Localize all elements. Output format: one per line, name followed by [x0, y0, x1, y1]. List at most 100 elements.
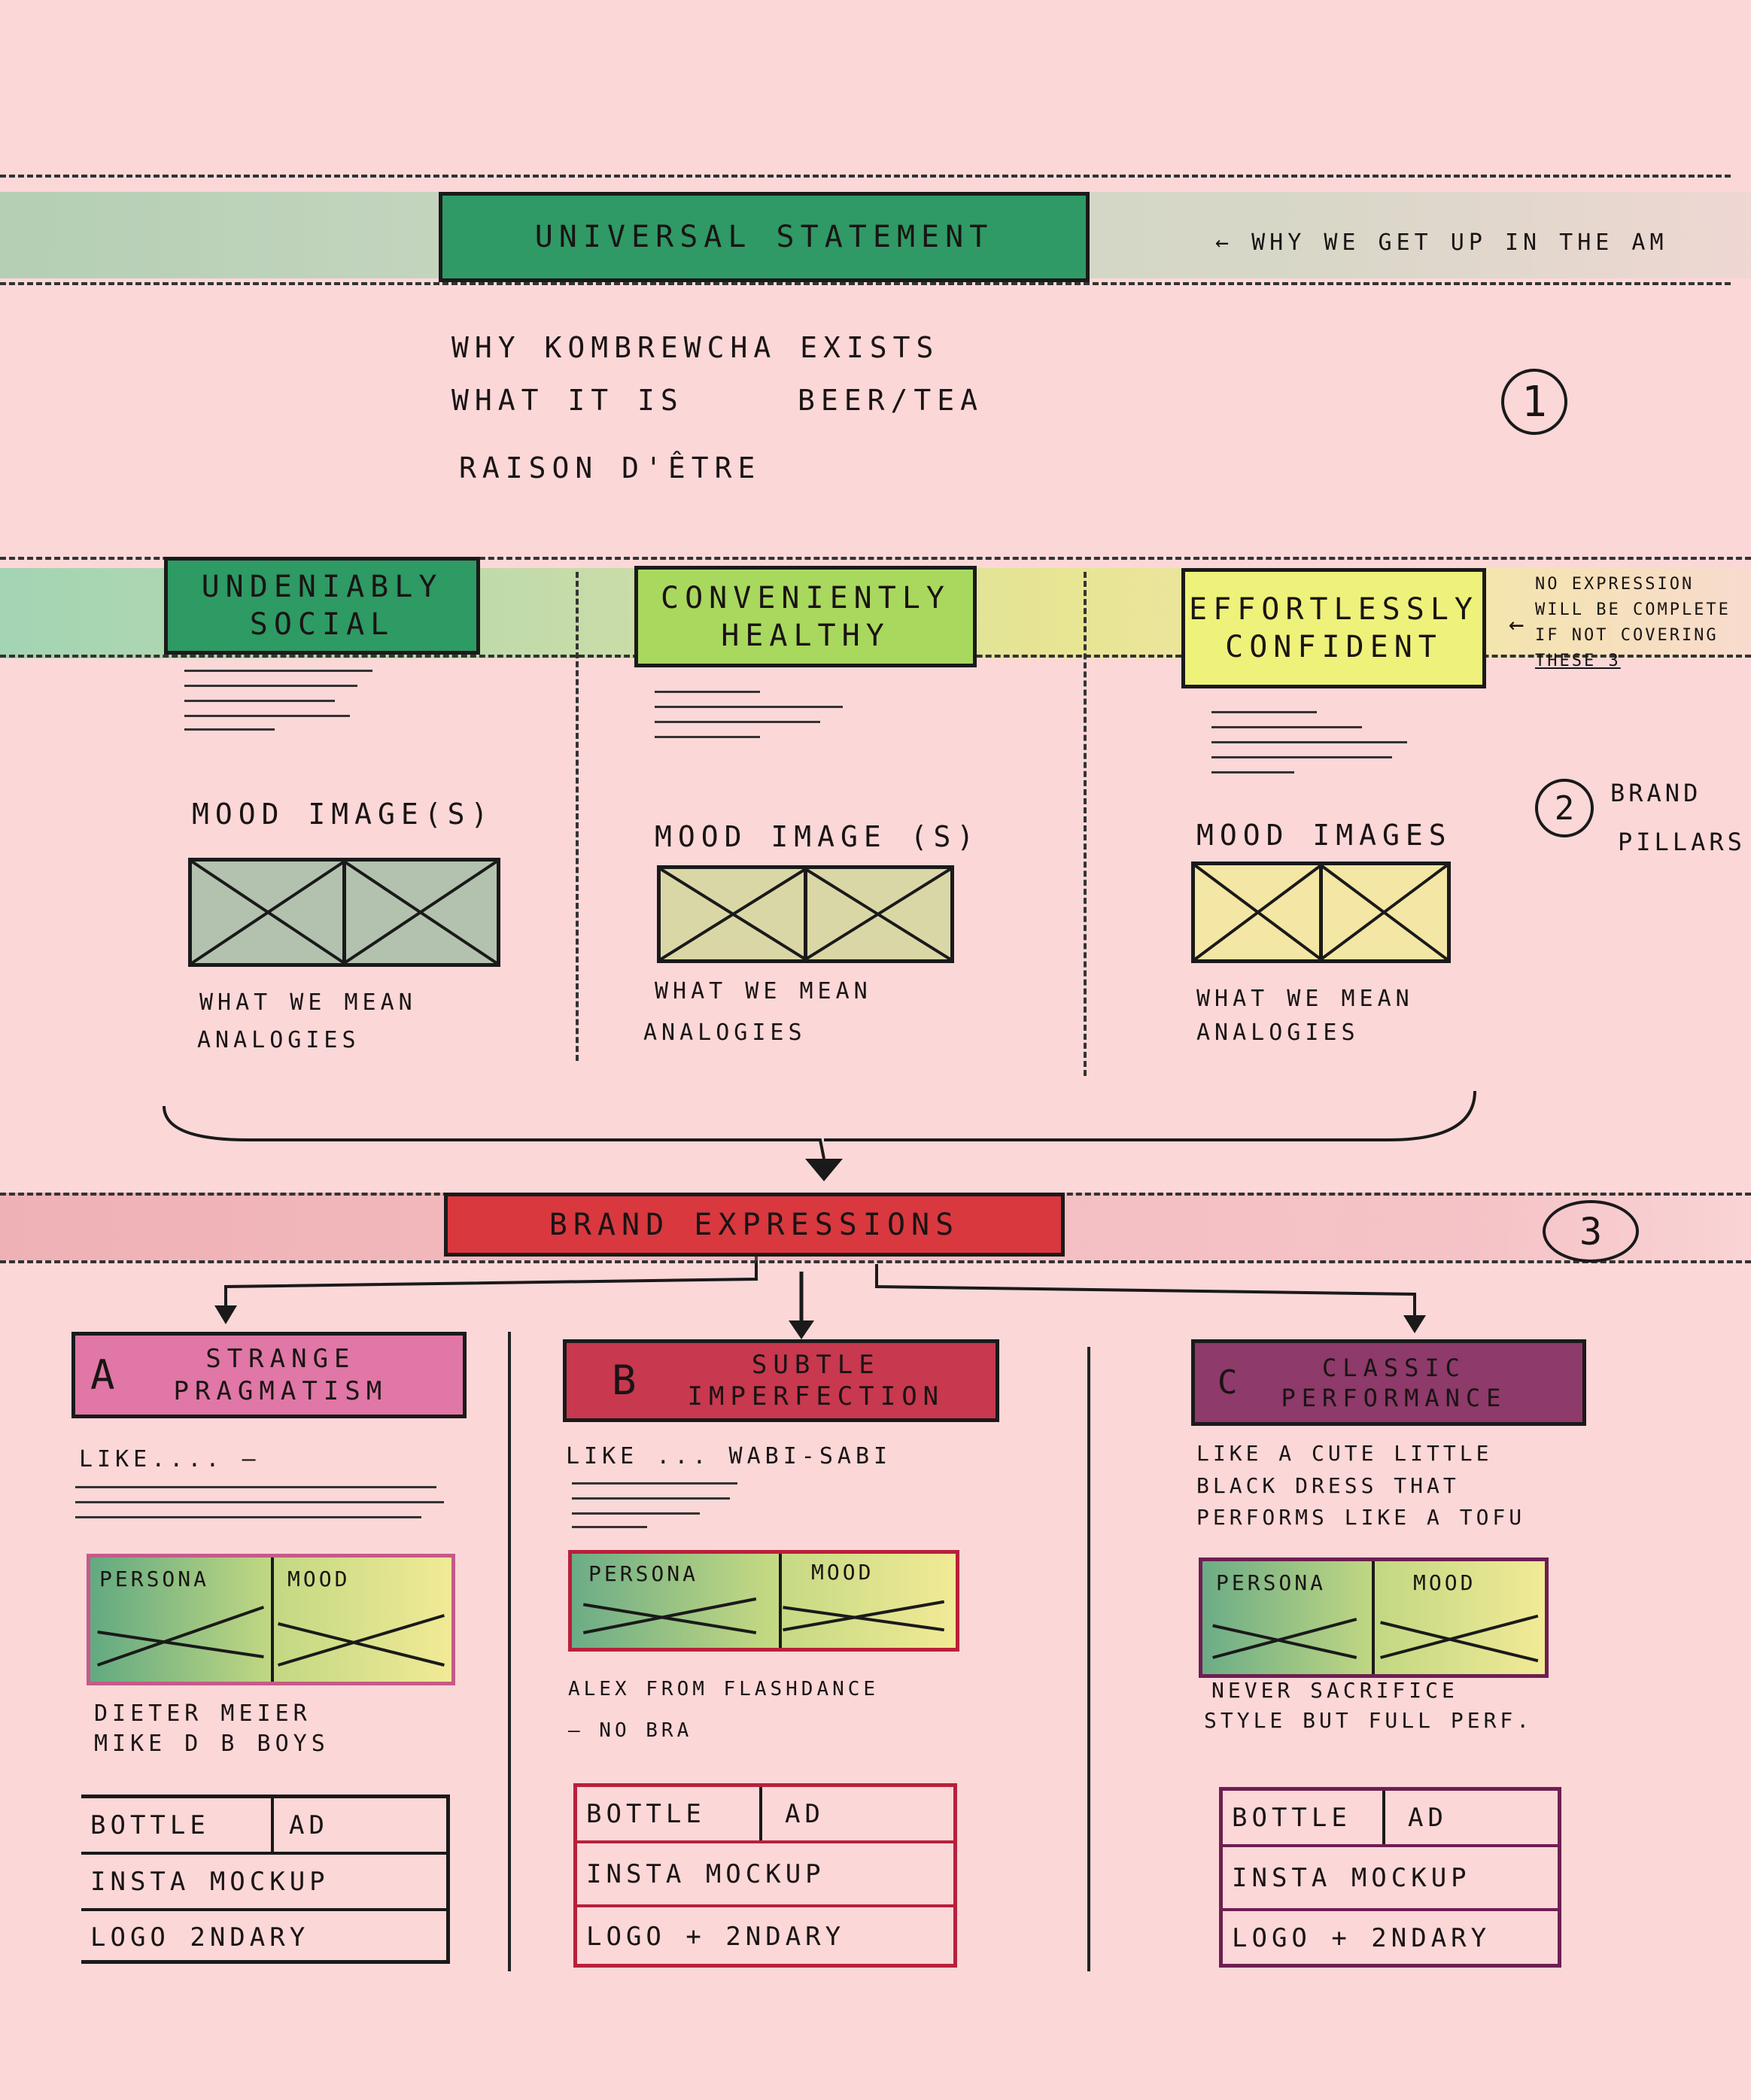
expression-a-persona-mood: PERSONA MOOD [87, 1554, 455, 1685]
panel-divider [271, 1558, 274, 1682]
text-placeholder-line [75, 1486, 436, 1488]
divider-line [0, 1260, 1751, 1263]
text-placeholder-line [655, 721, 820, 723]
text-placeholder-line [572, 1512, 700, 1515]
universal-statement-box: UNIVERSAL STATEMENT [439, 192, 1090, 282]
statement-line-3: BEER/TEA [798, 384, 984, 417]
persona-label: PERSONA [99, 1567, 210, 1591]
text-placeholder-line [1211, 771, 1294, 773]
persona-label: PERSONA [1216, 1570, 1327, 1595]
expression-b-deliverables: BOTTLE AD INSTA MOCKUP LOGO + 2NDARY [573, 1783, 957, 1968]
text-placeholder-line [1211, 711, 1317, 713]
brand-expressions-box: BRAND EXPRESSIONS [444, 1193, 1065, 1257]
text-placeholder-line [572, 1526, 647, 1528]
text-placeholder-line [184, 670, 372, 672]
panel-divider [1372, 1561, 1375, 1674]
pillar-healthy-mood-label: MOOD IMAGE (S) [655, 820, 980, 853]
ad-label: AD [289, 1810, 329, 1840]
pillar-confident-box: EFFORTLESSLY CONFIDENT [1181, 568, 1486, 688]
divider-line [0, 175, 1731, 178]
pillar-confident-mood-label: MOOD IMAGES [1196, 819, 1452, 852]
arrow-down-icon [805, 1159, 843, 1181]
text-placeholder-line [655, 706, 843, 708]
pillar-healthy-mood-image [657, 865, 954, 963]
expression-b-persona-mood: PERSONA MOOD [568, 1550, 959, 1652]
expression-a-desc-1: DIETER MEIER [94, 1700, 312, 1727]
image-placeholder-icon [1202, 1606, 1545, 1670]
expression-c-persona-mood: PERSONA MOOD [1199, 1558, 1549, 1678]
universal-statement-title: UNIVERSAL STATEMENT [534, 220, 994, 254]
text-placeholder-line [572, 1497, 730, 1500]
text-placeholder-line [655, 691, 760, 693]
text-placeholder-line [655, 736, 760, 738]
panel-divider [779, 1554, 782, 1648]
arrow-down-icon [214, 1305, 237, 1324]
arrow-down-icon [789, 1320, 814, 1339]
persona-label: PERSONA [588, 1561, 699, 1586]
cell-divider [1382, 1791, 1385, 1844]
pillar-social-mood-label: MOOD IMAGE(S) [192, 798, 494, 831]
arrow-down-icon [1403, 1315, 1426, 1333]
pillar-healthy-box: CONVENIENTLY HEALTHY [634, 566, 977, 667]
logo-label: LOGO 2NDARY [90, 1922, 310, 1953]
column-divider [508, 1332, 511, 1971]
column-divider [1087, 1347, 1090, 1971]
column-divider [576, 572, 579, 1061]
pillar-social-mood-image [188, 858, 500, 967]
pillars-note: NO EXPRESSION WILL BE COMPLETE IF NOT CO… [1535, 575, 1731, 671]
pillar-confident-caption-2: ANALOGIES [1196, 1020, 1360, 1046]
pillar-social-box: UNDENIABLY SOCIAL [164, 557, 480, 655]
section-number-2: 2 [1535, 779, 1594, 837]
image-placeholder-icon [192, 862, 497, 963]
expression-c-deliverables: BOTTLE AD INSTA MOCKUP LOGO + 2NDARY [1219, 1787, 1561, 1968]
text-placeholder-line [184, 685, 357, 687]
ad-label: AD [785, 1798, 825, 1829]
text-placeholder-line [1211, 726, 1362, 728]
arrow-left-icon: ← [1215, 229, 1252, 256]
expression-a-deliverables: BOTTLE AD INSTA MOCKUP LOGO 2NDARY [81, 1795, 450, 1964]
brand-pillars-label-2: PILLARS [1618, 828, 1746, 856]
text-placeholder-line [184, 700, 335, 702]
bottle-label: BOTTLE [586, 1798, 706, 1829]
expression-b-like: LIKE ... WABI-SABI [566, 1443, 892, 1469]
brand-pillars-label-1: BRAND [1610, 779, 1702, 807]
expression-c-desc-2: STYLE BUT FULL PERF. [1204, 1708, 1534, 1733]
expression-c-like-3: PERFORMS LIKE A TOFU [1196, 1505, 1526, 1530]
expression-a-desc-2: MIKE D B BOYS [94, 1731, 330, 1757]
pillar-healthy-caption-1: WHAT WE MEAN [655, 978, 872, 1004]
cell-divider [759, 1787, 762, 1840]
statement-line-4: RAISON D'ÊTRE [459, 451, 762, 485]
image-placeholder-icon [90, 1599, 451, 1682]
expression-a-box: A STRANGE PRAGMATISM [71, 1332, 467, 1418]
image-placeholder-icon [661, 869, 950, 959]
text-placeholder-line [184, 728, 275, 731]
image-placeholder-icon [572, 1588, 956, 1644]
bottle-label: BOTTLE [1232, 1802, 1351, 1833]
arrow-left-icon: ← [1509, 609, 1529, 640]
expression-c-like-2: BLACK DRESS THAT [1196, 1473, 1460, 1498]
bottle-label: BOTTLE [90, 1810, 210, 1840]
text-placeholder-line [572, 1482, 737, 1485]
divider-line [0, 557, 1751, 560]
insta-mockup-label: INSTA MOCKUP [90, 1866, 330, 1897]
pillar-social-caption-1: WHAT WE MEAN [199, 989, 417, 1016]
expression-b-box: B SUBTLE IMPERFECTION [563, 1339, 999, 1422]
pillar-healthy-caption-2: ANALOGIES [643, 1020, 807, 1046]
pillar-confident-mood-image [1191, 862, 1451, 963]
expression-b-desc-2: – NO BRA [568, 1719, 693, 1742]
logo-label: LOGO + 2NDARY [586, 1922, 846, 1952]
pillar-confident-caption-1: WHAT WE MEAN [1196, 986, 1414, 1012]
logo-label: LOGO + 2NDARY [1232, 1923, 1491, 1953]
text-placeholder-line [75, 1516, 421, 1518]
mood-label: MOOD [287, 1567, 351, 1591]
statement-line-2: WHAT IT IS [451, 384, 684, 417]
expression-c-like-1: LIKE A CUTE LITTLE [1196, 1441, 1493, 1466]
mood-label: MOOD [1413, 1570, 1476, 1595]
expression-c-box: C CLASSIC PERFORMANCE [1191, 1339, 1586, 1426]
statement-line-1: WHY KOMBREWCHA EXISTS [451, 331, 940, 364]
divider-line [0, 282, 1731, 285]
image-placeholder-icon [1195, 865, 1447, 959]
expression-b-desc-1: ALEX FROM FLASHDANCE [568, 1678, 880, 1700]
expression-c-desc-1: NEVER SACRIFICE [1211, 1678, 1458, 1703]
ad-label: AD [1408, 1802, 1448, 1833]
